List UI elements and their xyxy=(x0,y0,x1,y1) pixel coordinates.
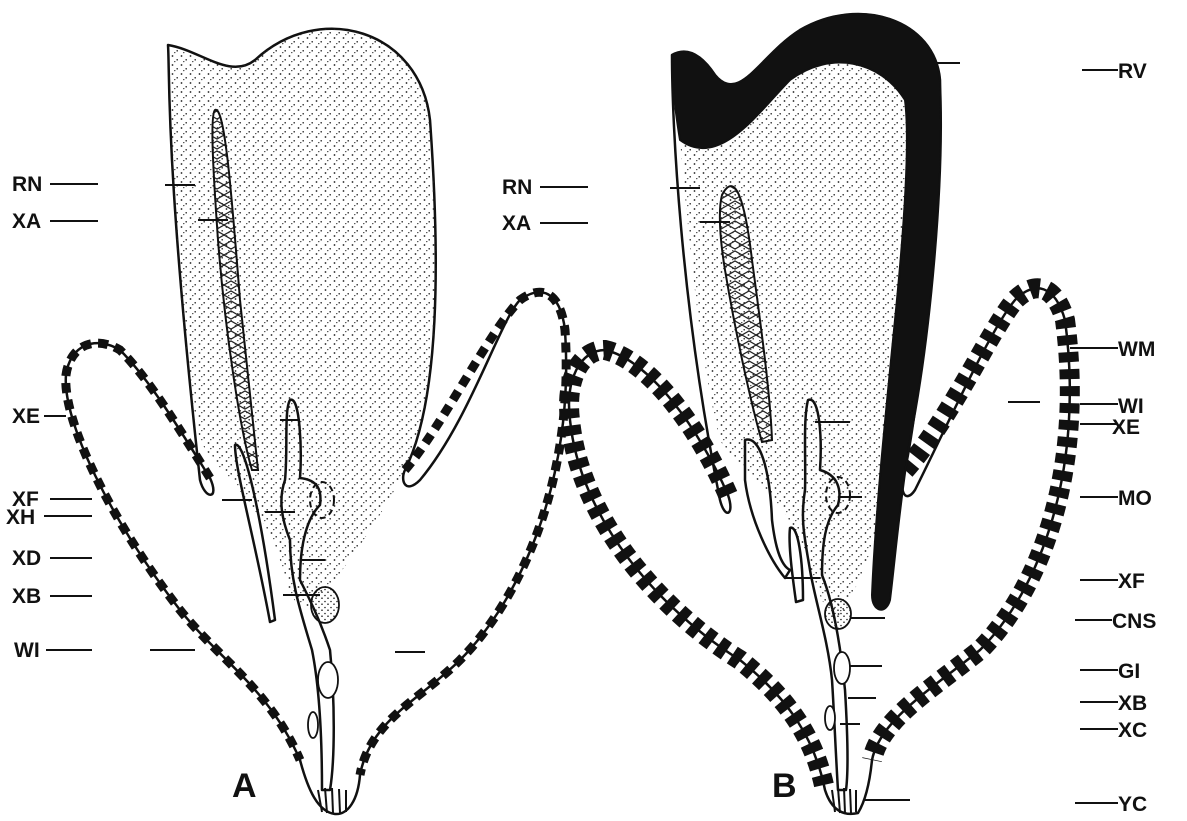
label-b-gi-text: GI xyxy=(1118,660,1140,683)
label-a-wi-text: WI xyxy=(14,639,40,662)
panel-a-gland xyxy=(311,587,339,623)
label-a-xd-text: XD xyxy=(12,547,41,570)
label-a-xh-text: XH xyxy=(6,506,35,529)
panel-a-base-bristles xyxy=(318,788,346,813)
label-b-rn: RN xyxy=(502,176,588,199)
label-b-mo: MO xyxy=(1080,487,1152,510)
label-b-xa-text: XA xyxy=(502,212,531,235)
label-b-rv-text: RV xyxy=(1118,60,1147,83)
label-a-xe: XE xyxy=(12,405,66,428)
panel-a-node xyxy=(318,662,338,698)
label-a-xb: XB xyxy=(12,585,92,608)
panel-b-drawing xyxy=(569,14,1070,814)
label-b-xa: XA xyxy=(502,212,588,235)
panel-a-drawing xyxy=(66,29,566,814)
panel-b-small-sac xyxy=(825,706,835,730)
label-b-xe-text: XE xyxy=(1112,416,1140,439)
label-a-rn-text: RN xyxy=(12,173,42,196)
panel-a-small-sac xyxy=(308,712,318,738)
label-b-cns: CNS xyxy=(1075,610,1156,633)
label-b-xf: XF xyxy=(1080,570,1145,593)
label-a-wi: WI xyxy=(14,639,92,662)
label-b-wi: WI xyxy=(1080,395,1144,418)
label-b-xc: XC xyxy=(1080,719,1147,742)
label-a-xd: XD xyxy=(12,547,92,570)
label-b-wm: WM xyxy=(1070,338,1155,361)
label-b-rv: RV xyxy=(1082,60,1147,83)
label-b-xb-text: XB xyxy=(1118,692,1147,715)
panel-b-node xyxy=(834,652,850,684)
panel-b-base-bristles xyxy=(832,788,856,813)
label-b-xf-text: XF xyxy=(1118,570,1145,593)
label-b-wm-text: WM xyxy=(1118,338,1155,361)
label-a-rn: RN xyxy=(12,173,98,196)
panel-b-gland xyxy=(825,599,851,629)
label-b-wi-text: WI xyxy=(1118,395,1144,418)
label-b-xb: XB xyxy=(1080,692,1147,715)
label-b-mo-text: MO xyxy=(1118,487,1152,510)
label-b-xc-text: XC xyxy=(1118,719,1147,742)
label-b-xe: XE xyxy=(1080,416,1140,439)
label-b-cns-text: CNS xyxy=(1112,610,1156,633)
label-a-xb-text: XB xyxy=(12,585,41,608)
label-a-xe-text: XE xyxy=(12,405,40,428)
label-b-rn-text: RN xyxy=(502,176,532,199)
panel-a-letter: A xyxy=(232,767,257,805)
label-b-yc-text: YC xyxy=(1118,793,1147,816)
label-a-xa: XA xyxy=(12,210,98,233)
label-a-xa-text: XA xyxy=(12,210,41,233)
label-b-yc: YC xyxy=(1075,793,1147,816)
label-b-gi: GI xyxy=(1080,660,1140,683)
label-a-xh: XH xyxy=(6,506,92,529)
panel-b-letter: B xyxy=(772,767,797,805)
panel-a-stippled-tissue xyxy=(170,29,436,608)
